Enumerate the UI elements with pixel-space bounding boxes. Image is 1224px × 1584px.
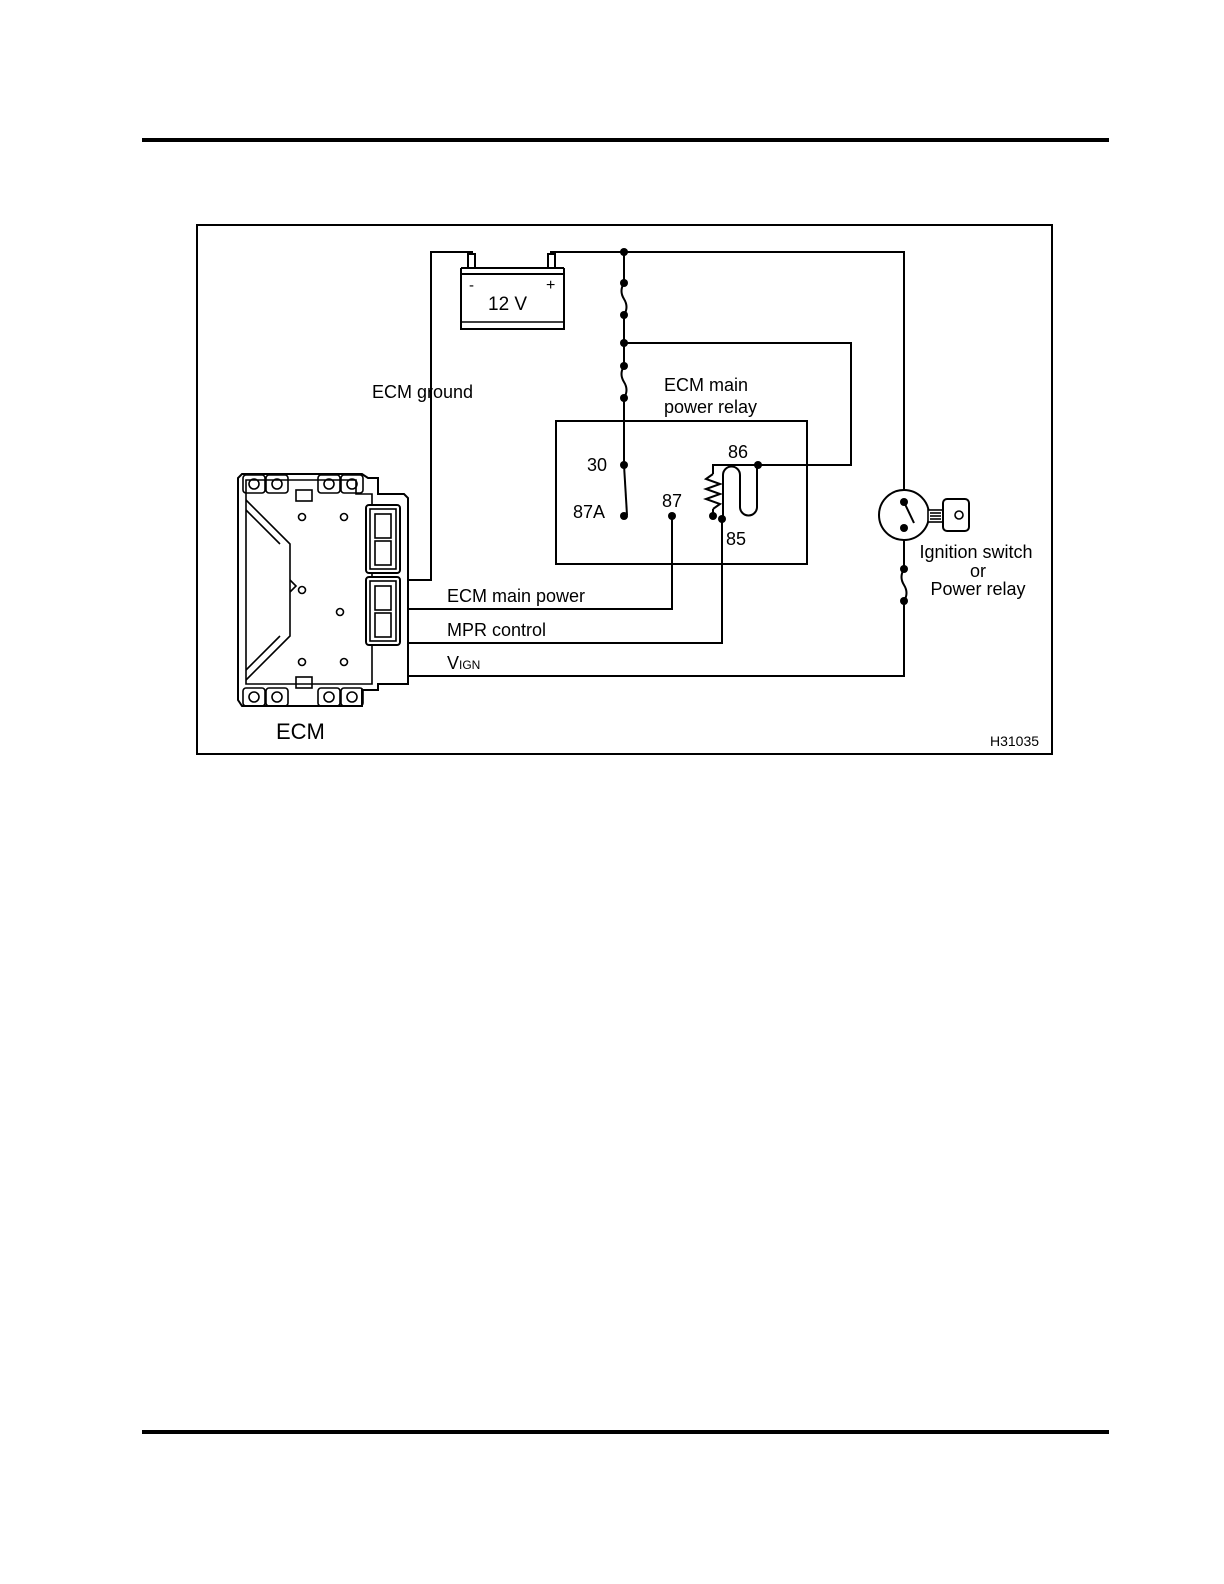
pin-87-label: 87 [662, 491, 682, 511]
battery-voltage-label: 12 V [488, 294, 527, 315]
pin-86-label: 86 [728, 442, 748, 462]
pin-87a-label: 87A [573, 502, 605, 522]
battery-negative-label: - [469, 277, 474, 294]
vign-label: VIGN [447, 653, 480, 673]
ecm-ground-label: ECM ground [372, 382, 473, 402]
battery-positive-label: + [546, 277, 555, 294]
ignition-switch-label-line-3: Power relay [930, 579, 1025, 599]
pin-30-label: 30 [587, 455, 607, 475]
ecm-connector-upper [366, 505, 400, 573]
battery-symbol: - + 12 V [461, 254, 564, 329]
pin-85-label: 85 [726, 529, 746, 549]
figure-id: H31035 [990, 733, 1039, 749]
ecm-main-power-label: ECM main power [447, 586, 585, 606]
ignition-switch-label-line-2: or [970, 561, 986, 581]
relay-title-line-2: power relay [664, 397, 757, 417]
ignition-switch [879, 490, 969, 540]
key-icon [928, 499, 969, 531]
ecm-module [238, 474, 408, 706]
junction-dots [620, 248, 908, 605]
ecm-connector-lower [366, 577, 400, 645]
relay-title-line-1: ECM main [664, 375, 748, 395]
ignition-switch-label-line-1: Ignition switch [919, 542, 1032, 562]
mpr-control-label: MPR control [447, 620, 546, 640]
ecm-label: ECM [276, 719, 325, 744]
